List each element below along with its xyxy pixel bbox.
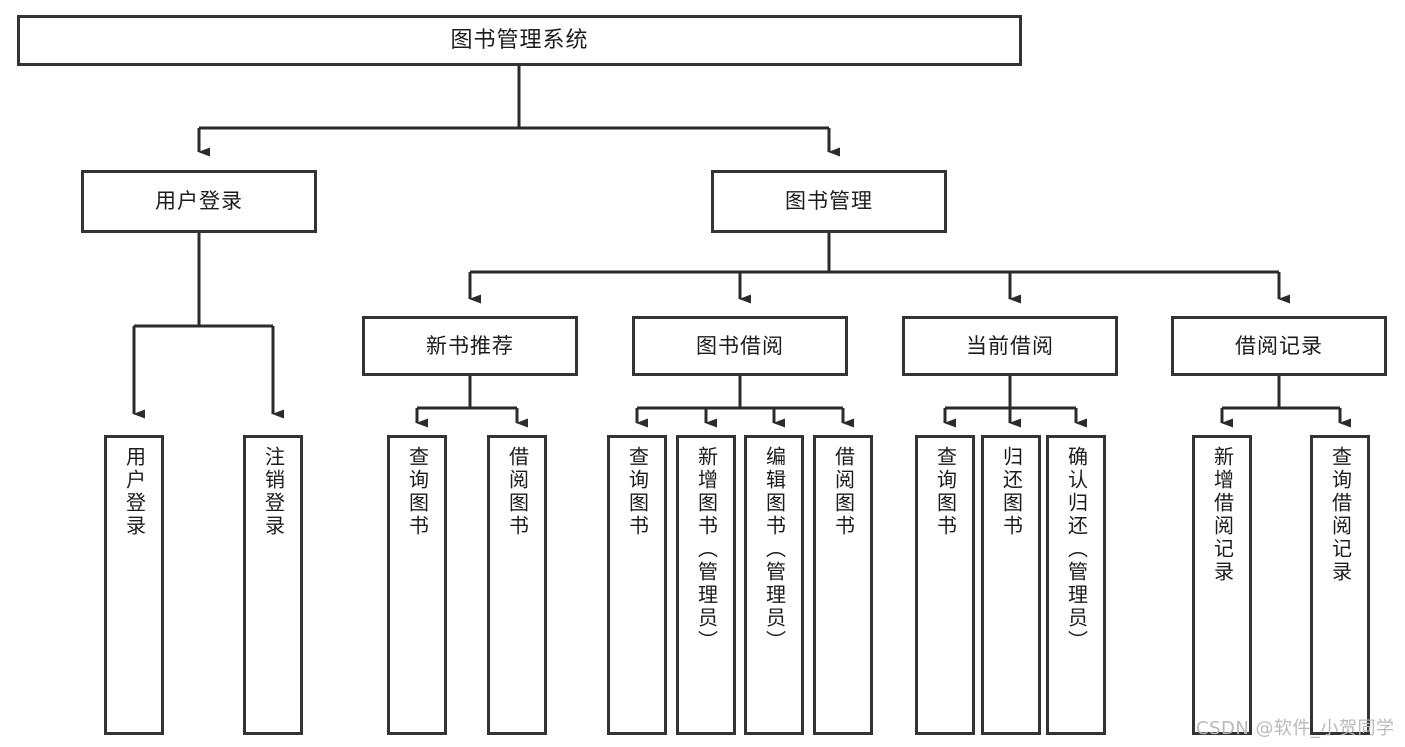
node-leaf-user-login-label: 用户登录: [122, 446, 147, 538]
node-leaf-query-book-1[interactable]: 查询图书: [387, 435, 447, 735]
node-new-book-recommend-label: 新书推荐: [426, 333, 514, 358]
node-user-login[interactable]: 用户登录: [81, 170, 317, 233]
node-leaf-user-logout[interactable]: 注销登录: [243, 435, 303, 735]
node-leaf-add-record[interactable]: 新增借阅记录: [1192, 435, 1252, 735]
node-leaf-query-book-2-label: 查询图书: [625, 446, 650, 538]
csdn-watermark: CSDN @软件_小贺同学: [1196, 718, 1395, 739]
node-leaf-query-book-3[interactable]: 查询图书: [915, 435, 975, 735]
node-leaf-query-book-1-label: 查询图书: [405, 446, 430, 538]
node-leaf-borrow-book-2-label: 借阅图书: [831, 446, 856, 538]
node-leaf-add-book-label: 新增图书（管理员）: [694, 446, 719, 653]
node-leaf-return-book[interactable]: 归还图书: [981, 435, 1041, 735]
node-leaf-user-logout-label: 注销登录: [261, 446, 286, 538]
node-leaf-query-book-2[interactable]: 查询图书: [607, 435, 667, 735]
node-leaf-user-login[interactable]: 用户登录: [104, 435, 164, 735]
node-root-label: 图书管理系统: [450, 27, 589, 53]
node-leaf-add-book[interactable]: 新增图书（管理员）: [676, 435, 736, 735]
node-user-login-label: 用户登录: [155, 189, 243, 214]
node-leaf-query-record-label: 查询借阅记录: [1328, 446, 1353, 584]
node-current-borrow[interactable]: 当前借阅: [902, 316, 1118, 376]
node-leaf-confirm-return-label: 确认归还（管理员）: [1064, 446, 1089, 653]
node-leaf-edit-book[interactable]: 编辑图书（管理员）: [744, 435, 804, 735]
node-new-book-recommend[interactable]: 新书推荐: [362, 316, 578, 376]
node-book-borrow[interactable]: 图书借阅: [632, 316, 848, 376]
node-leaf-return-book-label: 归还图书: [999, 446, 1024, 538]
node-leaf-borrow-book-1-label: 借阅图书: [505, 446, 530, 538]
node-leaf-confirm-return[interactable]: 确认归还（管理员）: [1046, 435, 1106, 735]
node-leaf-query-book-3-label: 查询图书: [933, 446, 958, 538]
node-borrow-record[interactable]: 借阅记录: [1171, 316, 1387, 376]
node-book-manage-label: 图书管理: [785, 189, 873, 214]
node-leaf-query-record[interactable]: 查询借阅记录: [1310, 435, 1370, 735]
node-leaf-borrow-book-1[interactable]: 借阅图书: [487, 435, 547, 735]
node-borrow-record-label: 借阅记录: [1235, 333, 1323, 358]
node-leaf-add-record-label: 新增借阅记录: [1210, 446, 1235, 584]
node-leaf-edit-book-label: 编辑图书（管理员）: [762, 446, 787, 653]
node-root[interactable]: 图书管理系统: [17, 15, 1022, 66]
node-book-borrow-label: 图书借阅: [696, 333, 784, 358]
node-leaf-borrow-book-2[interactable]: 借阅图书: [813, 435, 873, 735]
node-current-borrow-label: 当前借阅: [966, 333, 1054, 358]
node-book-manage[interactable]: 图书管理: [711, 170, 947, 233]
